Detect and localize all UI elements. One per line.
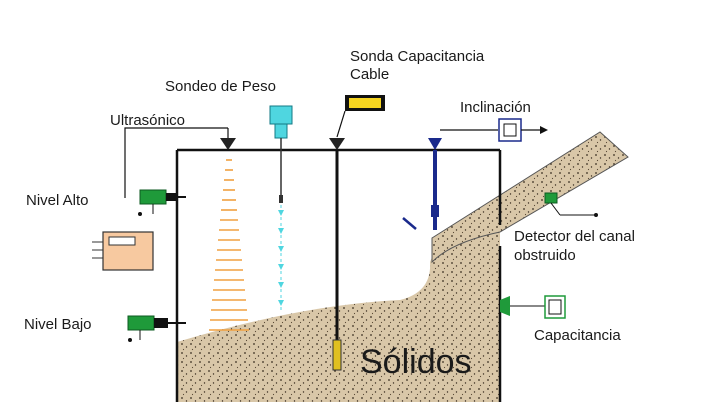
cable-probe-icon: [329, 95, 385, 371]
label-obstruido: obstruido: [514, 247, 576, 264]
label-nivel-bajo: Nivel Bajo: [24, 316, 92, 333]
chute-detector-icon: [544, 192, 598, 217]
label-detector-canal: Detector del canal: [514, 228, 635, 245]
label-solidos: Sólidos: [360, 343, 472, 381]
high-level-controller-icon: [92, 231, 154, 271]
tilt-sensor-icon: [402, 118, 548, 230]
label-ultrasonico: Ultrasónico: [110, 112, 186, 129]
low-level-switch-icon: [127, 315, 186, 342]
weight-probe-icon: [269, 105, 293, 310]
label-capacitancia: Capacitancia: [534, 327, 621, 344]
label-sonda-cable: Cable: [350, 66, 390, 83]
capacitance-switch-icon: [500, 295, 566, 319]
ultrasonic-sensor-icon: [124, 127, 236, 198]
ultrasonic-beam: [209, 159, 249, 331]
label-sondeo-peso: Sondeo de Peso: [165, 78, 276, 95]
label-nivel-alto: Nivel Alto: [26, 192, 89, 209]
high-level-switch-icon: [138, 189, 186, 216]
feed-chute: [431, 131, 629, 264]
label-sonda-capacitancia: Sonda Capacitancia: [350, 48, 485, 65]
label-inclinacion: Inclinación: [460, 99, 531, 116]
